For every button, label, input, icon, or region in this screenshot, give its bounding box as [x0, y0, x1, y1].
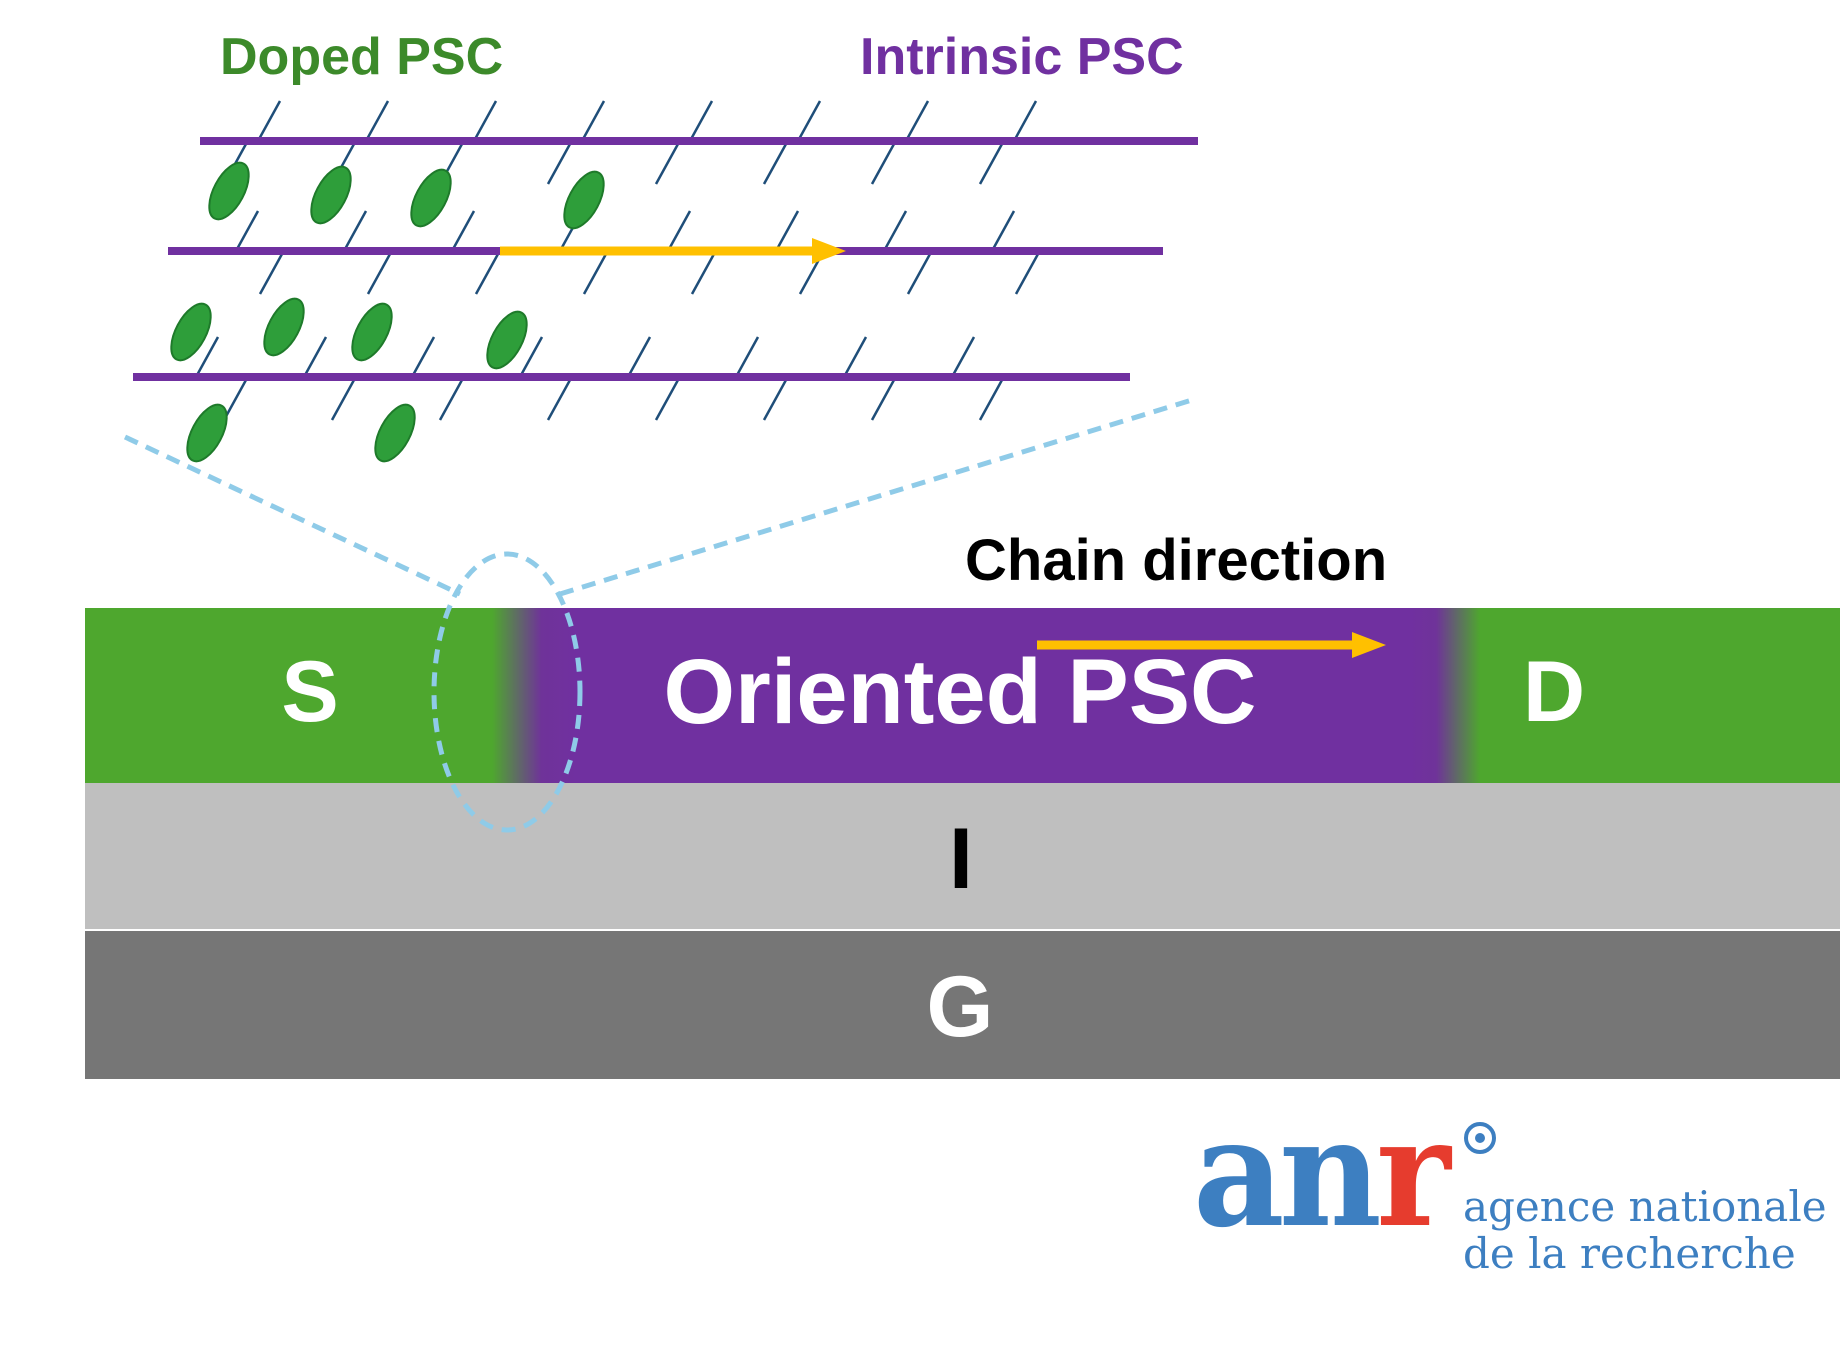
dopant-molecules	[170, 161, 605, 463]
side-chain-tick	[882, 210, 908, 252]
side-chain-tick	[234, 210, 260, 252]
side-chain-tick	[654, 143, 680, 185]
side-chain-tick	[990, 210, 1016, 252]
side-chain-tick	[950, 336, 976, 378]
side-chain-tick	[904, 100, 930, 142]
insulator-layer	[85, 783, 1840, 929]
side-chain-tick	[302, 336, 328, 378]
channel-layer	[85, 608, 1840, 783]
side-chain-tick	[518, 336, 544, 378]
zoom-lines	[123, 397, 1193, 597]
side-chain-tick	[330, 379, 356, 421]
side-chain-tick	[688, 100, 714, 142]
anr-name-line2: de la recherche	[1463, 1229, 1796, 1278]
chain-direction-arrow	[1037, 632, 1386, 658]
side-chain-tick	[654, 379, 680, 421]
side-chain-tick	[580, 100, 606, 142]
chain-inset: Doped PSC Intrinsic PSC	[133, 28, 1198, 463]
dopant-molecule	[351, 302, 393, 362]
side-chain-tick	[410, 336, 436, 378]
dopant-molecule	[410, 168, 452, 228]
side-chain-tick	[1014, 253, 1040, 295]
side-chain-tick	[626, 336, 652, 378]
insulator-label: I	[949, 811, 973, 907]
zoom-region-outline	[431, 551, 583, 833]
side-chain-tick	[870, 379, 896, 421]
transport-arrow-inset	[500, 238, 846, 264]
side-chain-tick	[222, 379, 248, 421]
side-chain-tick	[450, 210, 476, 252]
side-chain-tick	[978, 379, 1004, 421]
side-chain-tick	[582, 253, 608, 295]
dopant-molecule	[374, 403, 416, 463]
drain-label: D	[1523, 644, 1585, 740]
side-chain-tick	[666, 210, 692, 252]
side-chain-tick	[472, 100, 498, 142]
chain-direction-label: Chain direction	[965, 528, 1387, 593]
side-chain-tick	[978, 143, 1004, 185]
side-chain-tick	[870, 143, 896, 185]
intrinsic-psc-label: Intrinsic PSC	[860, 28, 1184, 86]
side-chain-tick	[364, 100, 390, 142]
side-chain-tick	[256, 100, 282, 142]
side-chain-tick	[762, 379, 788, 421]
gate-layer	[85, 931, 1840, 1079]
dopant-molecule	[310, 165, 352, 225]
side-chain-tick	[906, 253, 932, 295]
channel-label: Oriented PSC	[663, 641, 1256, 743]
side-chains	[194, 100, 1040, 421]
side-chain-tick	[546, 379, 572, 421]
side-chain-tick	[258, 253, 284, 295]
side-chain-tick	[774, 210, 800, 252]
side-chain-tick	[762, 143, 788, 185]
side-chain-tick	[474, 253, 500, 295]
registered-mark-icon	[1464, 1122, 1496, 1154]
side-chain-tick	[366, 253, 392, 295]
dopant-molecule	[486, 310, 528, 370]
doped-psc-label: Doped PSC	[220, 28, 503, 86]
gate-label: G	[927, 959, 994, 1055]
side-chain-tick	[546, 143, 572, 185]
dopant-molecule	[186, 403, 228, 463]
side-chain-tick	[194, 336, 220, 378]
side-chain-tick	[734, 336, 760, 378]
dopant-molecule	[263, 297, 305, 357]
dopant-molecule	[208, 161, 250, 221]
device-stack: S Oriented PSC D I G Chain direction	[85, 528, 1840, 1079]
anr-name-line1: agence nationale	[1463, 1182, 1827, 1231]
side-chain-tick	[342, 210, 368, 252]
anr-logo: anr agence nationale de la recherche	[1193, 1085, 1827, 1278]
dopant-molecule	[563, 170, 605, 230]
dopant-molecule	[170, 302, 212, 362]
side-chain-tick	[1012, 100, 1038, 142]
side-chain-tick	[690, 253, 716, 295]
side-chain-tick	[842, 336, 868, 378]
side-chain-tick	[796, 100, 822, 142]
anr-logo-mark: anr	[1193, 1085, 1453, 1261]
side-chain-tick	[438, 379, 464, 421]
source-label: S	[281, 644, 338, 740]
